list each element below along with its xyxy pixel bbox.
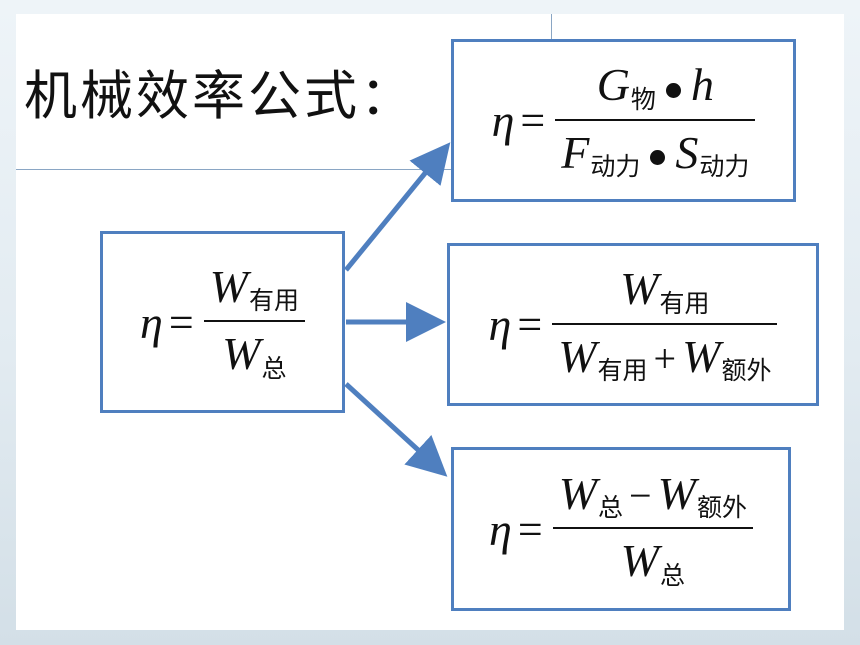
variable: W (682, 330, 721, 382)
fraction-bar (552, 322, 778, 325)
bottom-formula: η = W总−W额外 W总 (454, 450, 788, 608)
subscript: 有用 (597, 356, 648, 385)
subscript: 额外 (721, 356, 772, 385)
variable: W (620, 263, 659, 315)
fraction: W有用 W总 (203, 261, 305, 384)
numerator: W总−W额外 (553, 468, 753, 523)
numerator: G物 h (591, 59, 720, 114)
eta-symbol: η (488, 299, 512, 350)
subscript: 有用 (248, 286, 299, 316)
numerator: W有用 (204, 261, 305, 316)
eta-symbol: η (489, 503, 512, 555)
fraction-bar (552, 527, 753, 529)
subscript: 总 (598, 493, 624, 523)
main-formula: η = W有用 W总 (103, 234, 342, 410)
subscript: 动力 (590, 152, 641, 181)
equals-sign: = (520, 96, 546, 145)
subscript: 总 (261, 353, 287, 383)
bottom-formula-box: η = W总−W额外 W总 (451, 447, 791, 611)
denominator: W有用+W额外 (552, 331, 777, 386)
variable: W (558, 467, 598, 519)
main-formula-box: η = W有用 W总 (100, 231, 345, 413)
title-box: 机械效率公式： (16, 14, 552, 170)
subscript: 额外 (696, 493, 747, 523)
subscript: 有用 (659, 288, 710, 318)
variable: G (596, 59, 630, 111)
variable: W (620, 535, 659, 586)
slide-title: 机械效率公式： (24, 66, 416, 127)
variable: W (209, 260, 248, 312)
variable: W (657, 467, 696, 519)
numerator: W有用 (614, 263, 715, 318)
subscript: 动力 (699, 152, 750, 181)
variable: h (690, 59, 714, 111)
denominator: W总 (216, 328, 292, 383)
eta-symbol: η (140, 296, 163, 348)
subscript: 物 (630, 84, 656, 114)
fraction: W有用 W有用+W额外 (552, 263, 778, 386)
variable: W (558, 330, 597, 382)
denominator: W总 (615, 535, 691, 590)
fraction: W总−W额外 W总 (552, 468, 753, 591)
variable: F (561, 126, 590, 178)
eta-symbol: η (491, 95, 515, 146)
dot-operator (650, 150, 666, 166)
minus-operator: − (629, 472, 652, 518)
fraction-bar (555, 118, 756, 121)
middle-formula-box: η = W有用 W有用+W额外 (447, 243, 819, 406)
variable: S (675, 126, 699, 178)
plus-operator: + (653, 335, 677, 381)
variable: W (222, 328, 261, 379)
fraction-bar (203, 320, 305, 322)
middle-formula: η = W有用 W有用+W额外 (450, 246, 816, 403)
dot-operator (665, 82, 681, 98)
equals-sign: = (517, 300, 543, 349)
equals-sign: = (168, 297, 194, 347)
subscript: 总 (659, 560, 685, 590)
equals-sign: = (517, 504, 543, 554)
